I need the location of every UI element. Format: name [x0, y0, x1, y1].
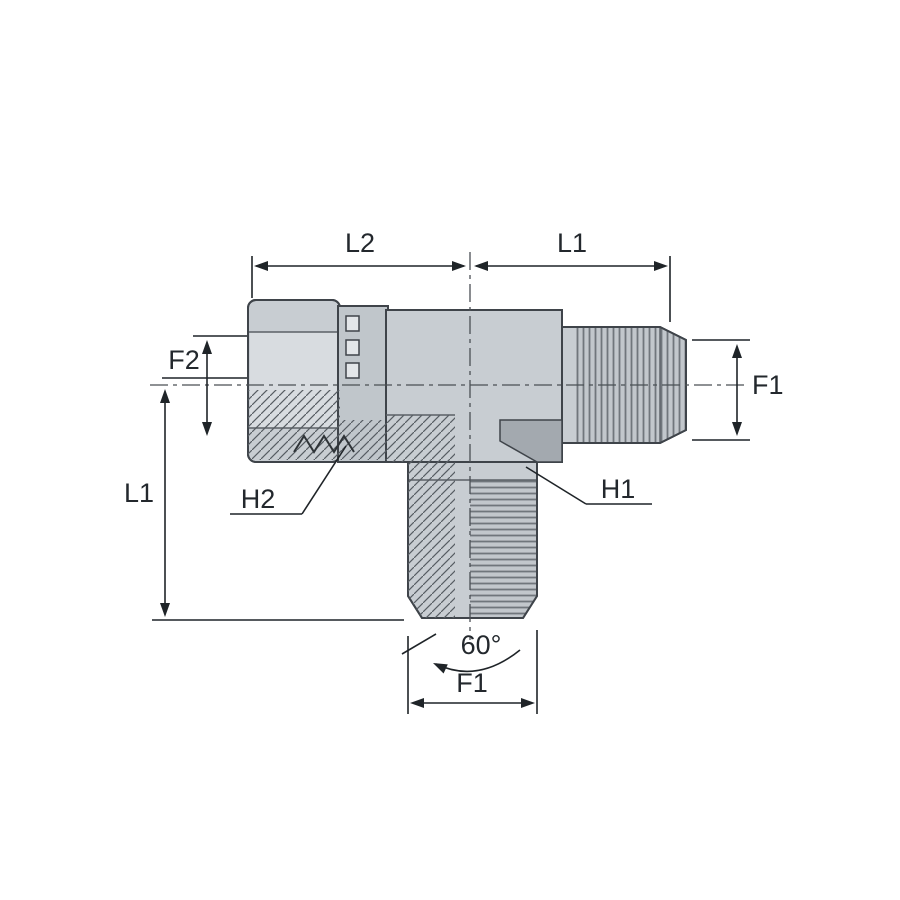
dim-label-l1-left: L1: [124, 478, 154, 508]
thread-profile-zigzag: [293, 434, 355, 454]
dimension-f1-bottom: F1: [407, 630, 538, 714]
dim-label-l1-top: L1: [557, 228, 587, 258]
fitting-body: [247, 299, 687, 619]
angle-label: 60°: [461, 630, 502, 660]
callout-label-h1: H1: [601, 474, 636, 504]
annotation-angle: 60°: [401, 630, 521, 674]
dimension-l2-top: L2: [251, 228, 466, 298]
callout-label-h2: H2: [241, 484, 276, 514]
internal-shoulder: [499, 419, 563, 463]
dim-label-f1-bottom: F1: [456, 668, 488, 698]
section-hatch: [248, 390, 455, 618]
callout-h1: H1: [525, 466, 652, 505]
dimension-f2-left: F2: [162, 335, 247, 436]
dimension-f1-right: F1: [692, 339, 784, 441]
dim-label-l2: L2: [345, 228, 375, 258]
callout-h2: H2: [230, 445, 347, 515]
dimension-l1-left: L1: [124, 389, 404, 621]
dimension-l1-top: L1: [474, 228, 671, 322]
dim-label-f1-right: F1: [752, 370, 784, 400]
dim-label-f2: F2: [168, 345, 200, 375]
